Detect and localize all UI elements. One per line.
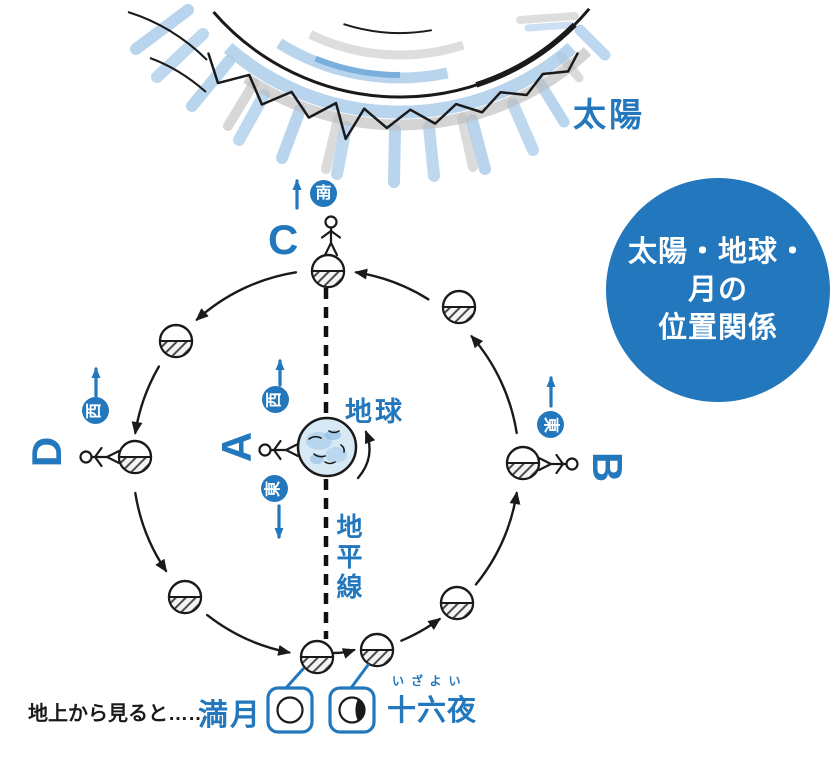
moon-marker-full-moon xyxy=(299,639,335,675)
moon-marker-upper-right xyxy=(441,289,477,325)
moon-orbit-path xyxy=(131,268,521,659)
observer-figure-a xyxy=(258,439,300,461)
title-circle: 太陽・地球・ 月の 位置関係 xyxy=(606,178,830,402)
earth-globe xyxy=(296,416,358,478)
east-direction-badge-a: 東 xyxy=(261,475,288,502)
observer-figure-c xyxy=(320,215,342,257)
orbit-arrow-b-to-upper-right xyxy=(470,334,518,435)
full-moon-icon xyxy=(276,696,304,724)
moon-marker-b-right xyxy=(505,445,541,481)
ground-view-caption: 地上から見ると…… xyxy=(28,703,208,725)
horizon-label: 地平線 xyxy=(333,513,363,603)
west-badge-d-label: 西 xyxy=(86,402,104,419)
orbit-arrow-lower-right-to-b xyxy=(474,491,521,586)
full-moon-box xyxy=(266,686,314,734)
moon-marker-izayoi xyxy=(359,632,395,668)
moon-marker-upper-left xyxy=(158,323,194,359)
sun-illustration xyxy=(127,4,611,188)
sun-label: 太陽 xyxy=(573,96,645,133)
moon-marker-lower-right xyxy=(439,585,475,621)
west-badge-a-label: 西 xyxy=(266,391,284,408)
earth-rotation-arrow-icon xyxy=(356,430,376,480)
title-line-2: 月の xyxy=(687,274,748,306)
sun-rays xyxy=(130,4,611,188)
full-moon-label: 満月 xyxy=(198,699,262,732)
east-badge-b-label: 東 xyxy=(542,416,560,433)
izayoi-moon-box xyxy=(328,686,376,734)
orbit-arrow-upper-right-to-c xyxy=(354,268,430,301)
sun-zigzag-edge xyxy=(207,52,579,141)
izayoi-label: 十六夜 xyxy=(387,695,478,727)
connector-line-full-moon xyxy=(284,667,305,690)
izayoi-moon-shadow xyxy=(355,699,365,721)
west-direction-badge-a: 西 xyxy=(262,386,289,413)
moon-marker-d-left xyxy=(117,439,153,475)
south-badge-label: 南 xyxy=(315,184,332,202)
position-letter-b: B xyxy=(584,451,632,483)
east-badge-a-label: 東 xyxy=(265,480,283,497)
moon-connector-lines xyxy=(284,663,370,690)
sun-body-arcs xyxy=(127,7,592,131)
title-line-3: 位置関係 xyxy=(657,312,778,344)
south-direction-badge: 南 xyxy=(310,180,337,207)
observer-figure-d xyxy=(79,446,121,468)
orbit-arrow-fullmoon-to-izayoi xyxy=(332,648,356,659)
moon-marker-c-top xyxy=(310,253,346,289)
connector-line-izayoi xyxy=(349,663,370,690)
west-direction-badge-d: 西 xyxy=(82,397,109,424)
position-letter-d: D xyxy=(23,436,71,468)
orbit-arrow-c-to-upper-left xyxy=(195,271,298,321)
direction-arrows xyxy=(91,179,556,539)
earth-label: 地球 xyxy=(345,397,405,427)
orbit-arrow-lower-left-to-bottom xyxy=(206,613,292,656)
moon-marker-lower-left xyxy=(167,579,203,615)
position-letter-a: A xyxy=(213,431,261,463)
observer-figure-b xyxy=(537,453,579,475)
izayoi-furigana: いざよい xyxy=(392,674,468,688)
orbit-arrow-d-to-lower-left xyxy=(134,491,168,573)
orbit-arrow-upper-left-to-d xyxy=(131,365,161,435)
position-letter-c: C xyxy=(268,216,299,263)
title-line-1: 太陽・地球・ xyxy=(627,236,808,268)
orbit-arrow-izayoi-to-lower-right xyxy=(400,617,442,642)
east-direction-badge-b: 東 xyxy=(537,411,564,438)
